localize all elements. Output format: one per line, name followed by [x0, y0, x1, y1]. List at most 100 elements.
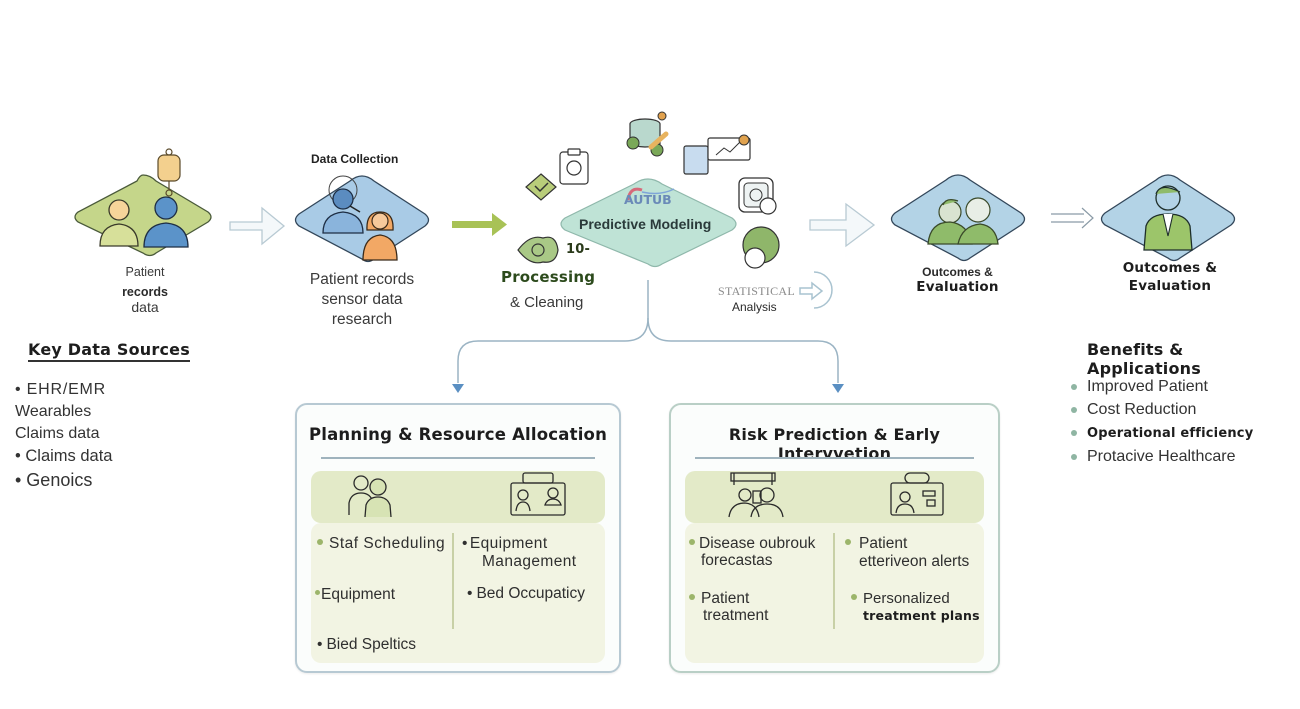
cleaning-label: & Cleaning	[510, 294, 584, 311]
bullet-dot	[1071, 453, 1077, 460]
key-data-sources-list: • EHR/EMR Wearables Claims data • Claims…	[15, 379, 112, 493]
bullet-dot	[1071, 429, 1077, 436]
risk-item: Patient etteriveon alerts	[845, 535, 969, 571]
patient-person-icon	[99, 199, 139, 247]
outcomes1-stage-label: Outcomes & Evaluation	[900, 265, 1015, 295]
benefits-list: Improved Patient Cost Reduction Operatio…	[1071, 375, 1253, 468]
patient-label-line2: records	[122, 285, 168, 299]
benefit-item: Improved Patient	[1071, 375, 1253, 398]
data-source-item: Wearables	[15, 403, 92, 420]
flow-arrow-4	[1051, 207, 1094, 229]
processing-label: Processing	[501, 268, 596, 286]
risk-item: Patient treatment	[689, 590, 768, 624]
risk-icon-band	[685, 471, 984, 523]
planning-item-text: Bed Occupaticy	[476, 585, 585, 602]
risk-item-text: treatment	[703, 607, 769, 624]
outcomes2-label-line2: Evaluation	[1128, 278, 1212, 294]
bullet-dot	[689, 593, 695, 600]
patient-label-line1: Patient	[125, 265, 165, 279]
modeling-diamond	[560, 178, 737, 268]
risk-item-text: treatment plans	[863, 608, 980, 623]
outcomes2-stage-label: Outcomes & Evaluation	[1110, 259, 1230, 295]
planning-card: Planning & Resource Allocation Staf Sche…	[295, 403, 621, 673]
brand-logo-text: AUTUB	[624, 192, 672, 207]
processing-badge: 10-	[566, 242, 591, 257]
data-source-item: Claims data	[15, 425, 100, 442]
risk-item-text: Personalized	[863, 590, 950, 607]
risk-item-text: Patient	[859, 535, 908, 552]
arrowhead-left	[452, 384, 464, 393]
risk-item-text: Disease oubrouk	[699, 535, 816, 552]
benefit-text: Operational efficiency	[1087, 426, 1254, 441]
checkmark-badge-icon	[525, 173, 557, 201]
patient-label-line3: data	[131, 299, 159, 315]
planning-card-title: Planning & Resource Allocation	[308, 425, 608, 444]
bullet-dot	[851, 593, 857, 600]
key-data-sources-heading: Key Data Sources	[28, 340, 190, 362]
arrowhead-right	[832, 384, 844, 393]
patient-stage-label: Patient records data	[100, 265, 190, 315]
patient-monitor-icon	[890, 472, 944, 516]
planning-item-text: Staf Scheduling	[329, 535, 446, 552]
embrace-icon	[927, 197, 999, 245]
benefit-item: Cost Reduction	[1071, 398, 1253, 421]
collection-diamond	[294, 175, 430, 263]
processing-gear-icon	[517, 236, 559, 264]
bullet-dot	[689, 538, 695, 545]
planning-item: •Bed Occupaticy	[467, 585, 585, 602]
planning-item: •Bied Speltics	[317, 636, 417, 653]
benefit-item: Protacive Healthcare	[1071, 445, 1253, 468]
planning-icons	[348, 472, 566, 518]
planning-divider	[452, 533, 454, 629]
planning-card-rule	[321, 457, 595, 459]
bullet-dot	[317, 538, 323, 545]
clipboard-icon	[559, 148, 589, 185]
outcomes2-label-line1: Outcomes &	[1122, 260, 1218, 276]
bullet-dot	[1071, 406, 1077, 413]
planning-item-text: Bied Speltics	[326, 636, 417, 653]
data-source-item: • Claims data	[15, 447, 113, 465]
planning-body	[311, 523, 605, 663]
analysis-label: Analysis	[732, 300, 777, 314]
bullet-dot	[315, 590, 320, 596]
flow-arrow-1	[229, 206, 286, 246]
planning-item-text: Equipment	[321, 586, 396, 603]
doctor-icon	[1143, 185, 1193, 251]
outcomes1-label-line2: Evaluation	[916, 279, 999, 295]
benefit-text: Protacive Healthcare	[1087, 448, 1236, 465]
woman-researcher-icon	[362, 211, 398, 261]
bullet-dot	[845, 538, 851, 545]
scanner-icon	[738, 177, 777, 215]
risk-item-text: Patient	[701, 590, 750, 607]
risk-item-text: etteriveon alerts	[859, 553, 970, 570]
circle-arrow-icon	[799, 271, 833, 309]
collection-label-line2: sensor data	[321, 291, 403, 308]
planning-item-text: Management	[482, 553, 577, 570]
iv-bag-icon	[157, 148, 181, 197]
collection-label-line1: Patient records	[309, 271, 415, 288]
outcomes1-label-line1: Outcomes &	[922, 265, 993, 279]
brand-swoosh-icon	[626, 187, 675, 201]
flow-arrow-2	[452, 213, 507, 236]
risk-card-rule	[695, 457, 974, 459]
analyst-icon	[742, 226, 780, 269]
caregiver-person-icon	[143, 196, 189, 248]
key-data-sources-title: Key Data Sources	[28, 340, 190, 362]
risk-item: Disease oubrouk forecastas	[689, 535, 815, 569]
data-source-item: • Genoics	[15, 470, 93, 490]
risk-item-text: forecastas	[701, 552, 773, 569]
data-source-item: • EHR/EMR	[15, 381, 107, 398]
collection-label-line3: research	[331, 311, 393, 328]
id-card-icon	[510, 472, 566, 516]
database-icon	[626, 111, 669, 157]
flow-arrow-3	[809, 202, 876, 248]
bullet-dot	[1071, 383, 1077, 390]
modeling-title: Predictive Modeling	[579, 216, 712, 232]
risk-icons	[728, 472, 944, 518]
planning-item-text: Equipment	[469, 535, 548, 552]
planning-item: Equipment	[315, 586, 395, 604]
benefit-text: Improved Patient	[1087, 378, 1208, 395]
computer-chart-icon	[683, 134, 751, 175]
